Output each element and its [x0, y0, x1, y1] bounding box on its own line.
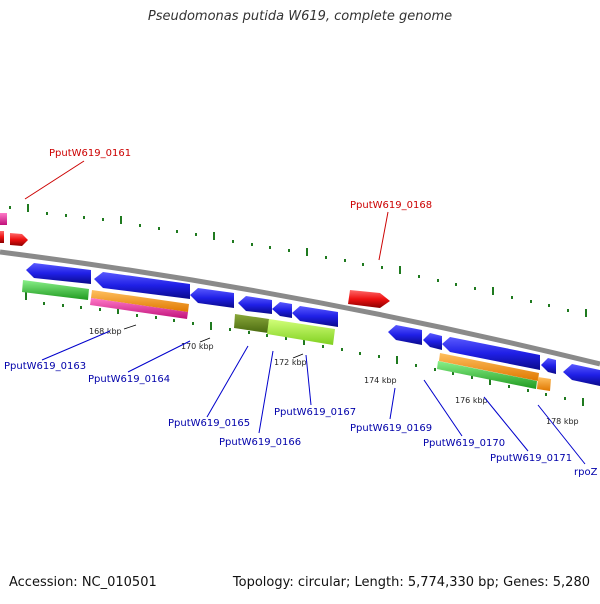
gene-pputw619-0168[interactable]	[348, 290, 390, 308]
cds-bar-0164-pink	[90, 298, 188, 319]
scale-label: 168 kbp	[89, 327, 122, 336]
gene-label-0166[interactable]: PputW619_0166	[219, 437, 301, 448]
gene-label-0164[interactable]: PputW619_0164	[88, 374, 170, 385]
cds-bar-0171-orange	[537, 377, 551, 391]
gene-pputw619-0162[interactable]	[10, 233, 28, 246]
gene-pputw619-0165[interactable]	[190, 288, 234, 308]
gene-label-0169[interactable]: PputW619_0169	[350, 423, 432, 434]
gene-pputw619-0169[interactable]	[388, 325, 422, 345]
cds-bar-0163	[22, 280, 89, 300]
gene-rpoz[interactable]	[563, 364, 600, 386]
scale-label: 178 kbp	[546, 417, 579, 426]
scale-label: 172 kbp	[274, 358, 307, 367]
gene-labels: PputW619_0161 PputW619_0168 PputW619_016…	[4, 148, 598, 478]
genome-backbone	[0, 249, 600, 367]
gene-pputw619-0171[interactable]	[541, 358, 556, 374]
topology-info: Topology: circular; Length: 5,774,330 bp…	[232, 575, 590, 590]
inner-tick-row	[25, 292, 584, 406]
outer-tick-row	[9, 204, 587, 317]
gene-pputw619-0170a[interactable]	[423, 333, 442, 350]
gene-pputw619-0167[interactable]	[292, 306, 338, 327]
gene-pputw619-0166[interactable]	[238, 296, 272, 314]
cds-bar-0164-orange	[91, 290, 189, 312]
gene-pink-edge[interactable]	[0, 213, 7, 225]
scale-label-ticks	[123, 324, 304, 359]
gene-label-0167[interactable]: PputW619_0167	[274, 407, 356, 418]
gene-label-0163[interactable]: PputW619_0163	[4, 361, 86, 372]
gene-pputw619-0167a[interactable]	[272, 302, 292, 318]
cds-bar-0166-lime	[267, 319, 335, 345]
reverse-strand-genes	[26, 263, 600, 386]
scale-label: 174 kbp	[364, 376, 397, 385]
map-title: Pseudomonas putida W619, complete genome	[147, 9, 453, 24]
feature-bars	[22, 280, 551, 391]
gene-pputw619-0164[interactable]	[94, 272, 190, 299]
leader-lines-blue	[41, 330, 586, 465]
gene-label-0168[interactable]: PputW619_0168	[350, 200, 432, 211]
gene-label-0171[interactable]: PputW619_0171	[490, 453, 572, 464]
scale-labels: 168 kbp 170 kbp 172 kbp 174 kbp 176 kbp …	[89, 327, 579, 426]
gene-red-edge[interactable]	[0, 231, 4, 243]
gene-pputw619-0170[interactable]	[442, 337, 540, 370]
gene-label-0165[interactable]: PputW619_0165	[168, 418, 250, 429]
leader-lines-red	[24, 160, 389, 261]
gene-label-rpoz[interactable]: rpoZ	[574, 467, 598, 478]
gene-pputw619-0163[interactable]	[26, 263, 91, 284]
gene-label-0170[interactable]: PputW619_0170	[423, 438, 505, 449]
cds-bar-0170-green	[437, 361, 537, 389]
gene-label-0161[interactable]: PputW619_0161	[49, 148, 131, 159]
cds-bar-0166-olive	[234, 314, 269, 333]
scale-label: 176 kbp	[455, 396, 488, 405]
accession-text: Accession: NC_010501	[9, 575, 157, 590]
scale-label: 170 kbp	[181, 342, 214, 351]
cds-bar-0170-orange	[439, 353, 539, 381]
forward-strand-genes	[0, 213, 390, 308]
